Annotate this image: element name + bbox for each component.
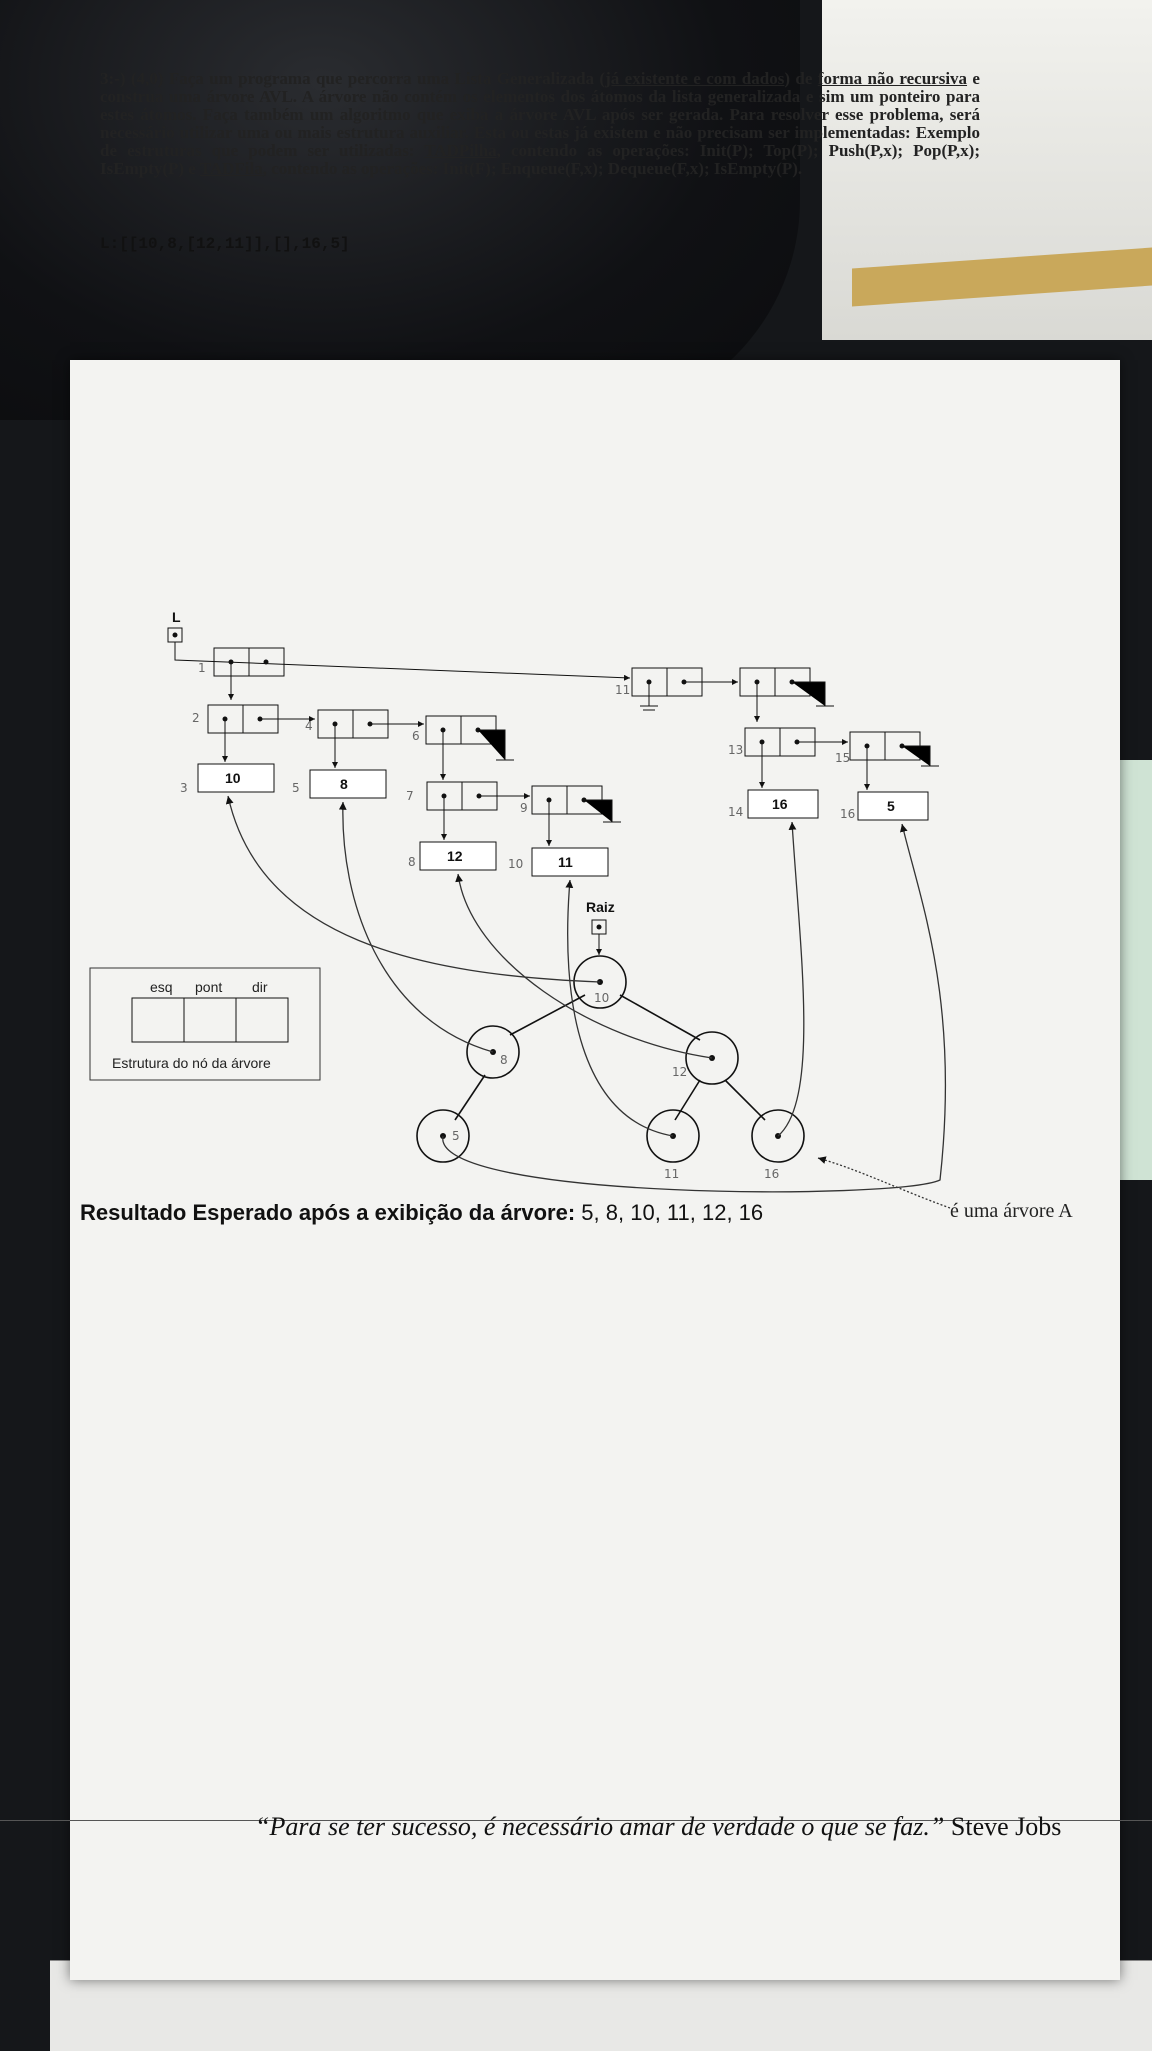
question-number: 3:-) (4,0) [100, 69, 164, 88]
result-label: Resultado Esperado após a exibição da ár… [80, 1200, 576, 1225]
svg-text:12: 12 [672, 1065, 687, 1079]
svg-text:10: 10 [594, 991, 609, 1005]
list-notation: L:[[10,8,[12,11]],[],16,5] [100, 235, 350, 253]
node-structure-legend: esq pont dir Estrutura do nó da árvore [89, 967, 321, 1081]
list-node-l2-3 [425, 715, 514, 780]
pointer-curves [225, 795, 951, 1209]
tree-node-11: 11 [646, 1109, 700, 1181]
atom-11: 11 [531, 847, 609, 877]
svg-text:8: 8 [408, 855, 416, 869]
root-label: Raiz [586, 899, 615, 915]
question-text: 3:-) (4,0) Faça um programa que percorra… [100, 69, 980, 178]
svg-text:6: 6 [412, 729, 420, 743]
tree-node-12: 12 [672, 1031, 739, 1085]
svg-text:5: 5 [887, 798, 895, 814]
atom-5: 5 [857, 791, 929, 821]
atom-8: 8 [309, 769, 387, 799]
svg-text:10: 10 [508, 857, 523, 871]
svg-text:16: 16 [764, 1167, 779, 1181]
footer-rule [0, 1820, 1152, 1821]
list-node-top-1 [213, 647, 285, 700]
svg-text:4: 4 [305, 719, 313, 733]
avl-note: é uma árvore A [950, 1200, 1073, 1222]
expected-result: Resultado Esperado após a exibição da ár… [80, 1200, 763, 1226]
list-node-l2-4 [744, 727, 848, 788]
list-node-l3-2 [531, 785, 621, 846]
svg-text:3: 3 [180, 781, 188, 795]
list-node-l2-2 [317, 709, 424, 768]
svg-text:5: 5 [452, 1129, 460, 1143]
result-value: 5, 8, 10, 11, 12, 16 [581, 1200, 764, 1225]
svg-text:8: 8 [500, 1053, 508, 1067]
svg-text:16: 16 [840, 807, 855, 821]
svg-text:Estrutura do nó da árvore: Estrutura do nó da árvore [112, 1055, 271, 1071]
list-node-l2-1 [207, 704, 315, 762]
chair-background [0, 0, 800, 420]
svg-text:11: 11 [615, 683, 630, 697]
svg-text:2: 2 [192, 711, 200, 725]
svg-text:7: 7 [406, 789, 414, 803]
footer-quote: “Para se ter sucesso, é necessário amar … [255, 1812, 1061, 1842]
svg-text:14: 14 [728, 805, 743, 819]
list-node-l2-5 [849, 731, 939, 790]
svg-text:13: 13 [728, 743, 743, 757]
svg-text:16: 16 [772, 796, 788, 812]
svg-text:12: 12 [447, 848, 463, 864]
svg-text:11: 11 [664, 1167, 679, 1181]
quote-author: Steve Jobs [950, 1812, 1062, 1841]
svg-text:10: 10 [225, 770, 241, 786]
atom-10: 10 [197, 763, 275, 793]
svg-text:5: 5 [292, 781, 300, 795]
svg-text:8: 8 [340, 776, 348, 792]
exam-paper [70, 360, 1120, 1980]
svg-text:esq: esq [150, 979, 173, 995]
list-pointer-label: L [172, 609, 181, 625]
svg-text:11: 11 [558, 854, 573, 870]
list-node-top-3 [739, 667, 834, 722]
tree-node-16: 16 [751, 1109, 805, 1181]
list-node-l3-1 [426, 781, 530, 840]
atom-16: 16 [747, 789, 819, 819]
list-node-top-2 [631, 667, 738, 711]
svg-text:15: 15 [835, 751, 850, 765]
svg-text:pont: pont [195, 979, 222, 995]
svg-text:1: 1 [198, 661, 206, 675]
svg-text:dir: dir [252, 979, 268, 995]
atom-12: 12 [419, 841, 497, 871]
svg-text:9: 9 [520, 801, 528, 815]
tree-edges [454, 994, 766, 1121]
quote-text: “Para se ter sucesso, é necessário amar … [255, 1812, 945, 1841]
